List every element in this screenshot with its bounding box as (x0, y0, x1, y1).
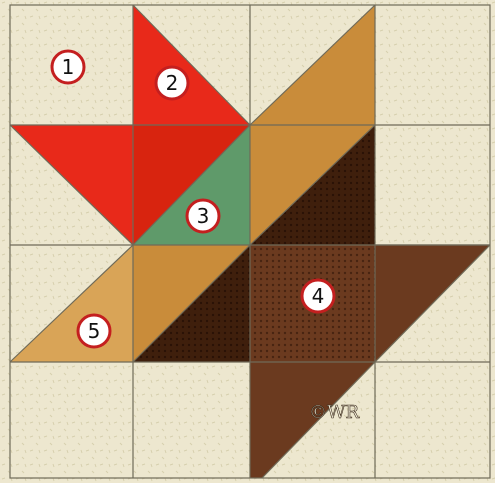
marker-5-label: 5 (88, 319, 101, 343)
signature-mark: ©WR (309, 402, 360, 423)
marker-3: 3 (187, 200, 219, 232)
marker-4-label: 4 (312, 284, 325, 308)
marker-3-label: 3 (197, 204, 210, 228)
marker-1: 1 (52, 51, 84, 83)
marker-2-label: 2 (166, 71, 179, 95)
marker-1-label: 1 (62, 55, 75, 79)
marker-4: 4 (302, 280, 334, 312)
marker-5: 5 (78, 315, 110, 347)
marker-2: 2 (156, 67, 188, 99)
